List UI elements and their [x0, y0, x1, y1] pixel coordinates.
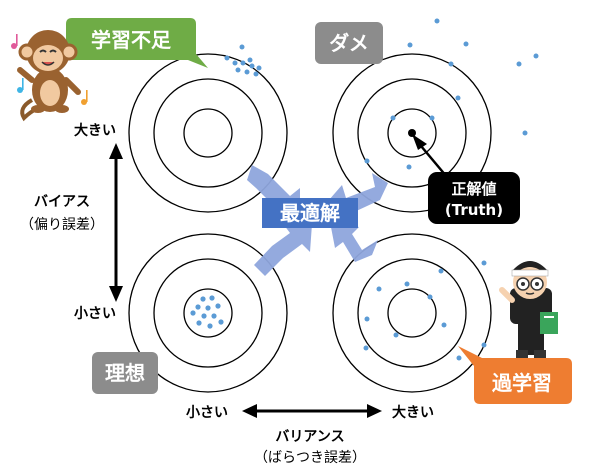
music-note-icon [11, 34, 18, 49]
bias-axis-bottom-label: 小さい [74, 306, 116, 322]
truth-pointer-head [412, 134, 427, 150]
center-label-box [262, 198, 358, 228]
label-box-bottom-left [92, 352, 158, 394]
truth-callout-line2: (Truth) [445, 201, 503, 219]
arrow-bottom-left [254, 224, 312, 276]
variance-axis-left-label: 小さい [186, 405, 228, 421]
dots-top-right [364, 18, 539, 170]
label-bottom-left: 理想 [105, 361, 145, 385]
variance-axis-arrow-left [242, 404, 257, 418]
bias-axis-top-label: 大きい [74, 122, 116, 139]
music-note-icon [81, 90, 88, 105]
truth-callout-box [428, 172, 520, 224]
music-note-icon [17, 78, 24, 93]
variance-axis-subtitle: （ばらつき誤差） [254, 450, 366, 466]
dots-bottom-right [363, 260, 487, 361]
bias-axis-arrow-top [109, 143, 123, 159]
student-illustration [499, 261, 558, 358]
label-bottom-right: 過学習 [492, 371, 552, 395]
truth-callout-line1: 正解値 [451, 180, 496, 198]
variance-axis-right-label: 大きい [392, 404, 434, 421]
bias-axis-arrow-bottom [109, 286, 123, 302]
dots-bottom-left [190, 295, 224, 329]
label-box-bottom-right [458, 346, 572, 404]
center-label: 最適解 [280, 201, 340, 225]
variance-axis-title: バリアンス [275, 429, 344, 445]
target-bottom-right [332, 233, 492, 393]
monkey-illustration [17, 30, 81, 122]
label-box-top-right [315, 22, 383, 64]
bias-axis-title-bg [22, 188, 110, 234]
target-top-right [332, 53, 492, 213]
target-top-left [128, 53, 288, 213]
arrow-bottom-right [330, 222, 378, 262]
dots-top-left [224, 44, 262, 77]
label-top-right: ダメ [329, 31, 368, 55]
target-bottom-left [128, 233, 288, 393]
bias-axis-subtitle: （偏り誤差） [20, 217, 104, 233]
label-box-top-left [66, 18, 208, 68]
label-top-left: 学習不足 [91, 28, 172, 52]
variance-axis-arrow-right [367, 404, 382, 418]
truth-point [408, 129, 416, 137]
bias-axis-title: バイアス [34, 194, 90, 210]
